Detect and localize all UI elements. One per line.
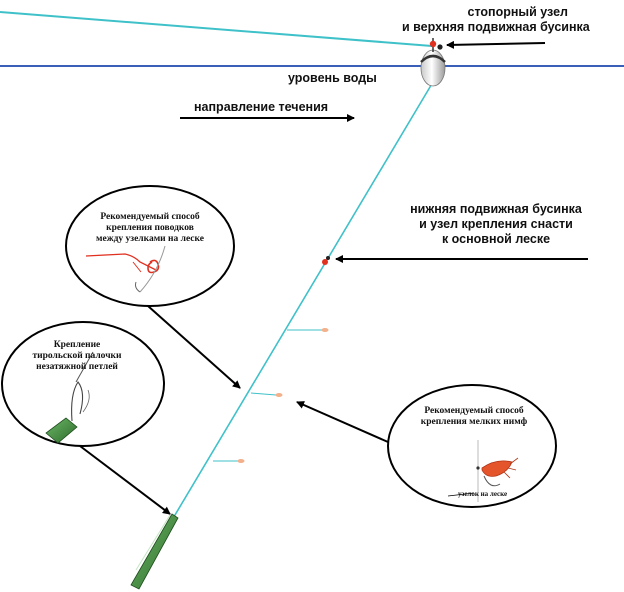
label-lower-bead-line1: нижняя подвижная бусинка: [410, 202, 582, 216]
label-stopper-line1: стопорный узел: [467, 5, 568, 19]
callout-leaders-line2: крепления поводков: [106, 223, 194, 233]
nymph-knot-label: узелок на леске: [458, 490, 508, 498]
callout-tyrolean-line1: Крепление: [53, 340, 101, 350]
callout-tyrolean-line3: незатяжной петлей: [36, 362, 118, 372]
label-lower-bead-line3: к основной леске: [441, 232, 551, 246]
tyrolean-stick-illustration: [45, 351, 94, 444]
callout-leaders-line1: Рекомендуемый способ: [100, 212, 200, 222]
callout-nymphs-line2: крепления мелких нимф: [420, 417, 528, 427]
callout-tyrolean-text: Крепление тирольской палочки незатяжной …: [12, 340, 142, 373]
callout-leaders-text: Рекомендуемый способ крепления поводков …: [80, 212, 220, 245]
callout-leaders: [65, 185, 235, 307]
lower-bead: [326, 256, 330, 260]
arrow-stopper: [446, 40, 546, 49]
arrow-tyrolean: [79, 445, 171, 515]
line-above-water: [0, 11, 433, 47]
label-stopper-line2: и верхняя подвижная бусинка: [402, 20, 590, 34]
callout-nymphs-line1: Рекомендуемый способ: [424, 406, 524, 416]
arrow-nymphs: [296, 401, 389, 443]
callout-leaders-line3: между узелками на леске: [96, 234, 204, 244]
dropper-2: [250, 392, 283, 397]
dropper-3: [213, 459, 245, 463]
leader-knot-illustration: [85, 245, 166, 293]
callout-tyrolean-line2: тирольской палочки: [32, 351, 122, 361]
arrow-leaders: [147, 305, 241, 389]
label-water-level: уровень воды: [288, 71, 377, 85]
label-lower-bead-line2: и узел крепления снасти: [419, 217, 573, 231]
callout-nymphs-text: Рекомендуемый способ крепления мелких ни…: [404, 406, 544, 428]
label-lower-bead: нижняя подвижная бусинка и узел креплени…: [398, 202, 594, 247]
tyrolean-stick: [130, 513, 179, 590]
knot-pointer: [447, 492, 475, 497]
label-stopper-knot: стопорный узел: [468, 5, 568, 20]
stopper-knot: [429, 40, 437, 48]
main-line: [171, 81, 434, 521]
lower-bead-knot: [322, 259, 328, 265]
nymph-illustration: [447, 440, 519, 502]
upper-bead: [437, 44, 443, 50]
callout-tyrolean: [1, 321, 165, 447]
label-current-direction: направление течения: [194, 100, 329, 114]
label-upper-bead: и верхняя подвижная бусинка: [402, 20, 590, 35]
callout-nymphs: [387, 384, 557, 508]
float: [420, 38, 446, 87]
dropper-1: [287, 328, 329, 332]
